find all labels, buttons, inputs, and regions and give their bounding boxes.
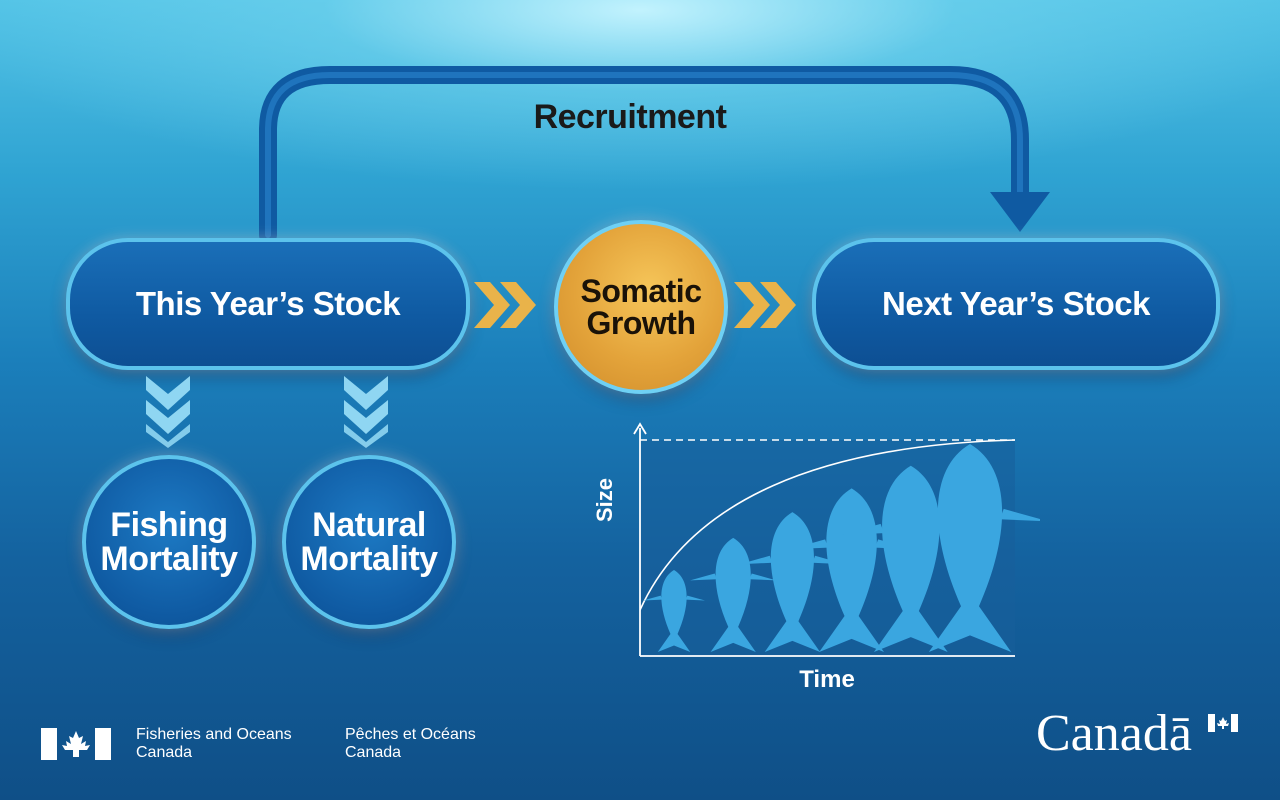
natural-mortality-node: Natural Mortality — [282, 455, 456, 629]
fish-fin-icon — [690, 573, 777, 581]
somatic-growth-line1: Somatic — [580, 273, 702, 309]
fish-silhouette-icon — [657, 570, 691, 652]
chevron-down-icon — [146, 376, 190, 448]
fishing-mortality-line2: Mortality — [100, 540, 238, 578]
canada-wordmark: Canadā — [1036, 705, 1192, 762]
department-en-line2: Canada — [136, 744, 193, 761]
fish-fin-icon — [739, 555, 846, 565]
fish-silhouette-icon — [710, 537, 756, 652]
next-years-stock-node: Next Year’s Stock — [812, 238, 1220, 370]
chevron-right-icon — [734, 282, 796, 328]
fish-fin-icon — [891, 508, 1040, 522]
fishing-mortality-node: Fishing Mortality — [82, 455, 256, 629]
fish-fin-icon — [789, 539, 914, 550]
fishing-mortality-line1: Fishing — [110, 506, 228, 544]
chevron-down-icon — [344, 376, 388, 448]
this-years-stock-node: This Year’s Stock — [66, 238, 470, 370]
department-fr-line2: Canada — [345, 744, 402, 761]
fish-fin-icon — [643, 595, 705, 601]
somatic-growth-line2: Growth — [586, 305, 696, 341]
natural-mortality-line2: Mortality — [300, 540, 438, 578]
y-axis-arrow — [633, 422, 647, 435]
canada-flag-icon — [41, 728, 111, 760]
wordmark-flag-icon — [1208, 714, 1238, 732]
chevron-right-icon — [474, 282, 536, 328]
department-fr-line1: Pêches et Océans — [345, 726, 476, 743]
department-name-fr: Pêches et Océans Canada — [345, 726, 476, 762]
natural-mortality-line1: Natural — [312, 506, 426, 544]
department-name-en: Fisheries and Oceans Canada — [136, 726, 292, 762]
growth-curve — [639, 439, 1016, 611]
department-en-line1: Fisheries and Oceans — [136, 726, 292, 743]
growth-chart — [633, 422, 1040, 657]
recruitment-label: Recruitment — [533, 98, 727, 136]
y-axis-label: Size — [592, 477, 617, 522]
somatic-growth-node: Somatic Growth — [554, 220, 728, 394]
x-axis-label: Time — [799, 666, 855, 693]
fish-silhouette-icon — [928, 444, 1012, 652]
